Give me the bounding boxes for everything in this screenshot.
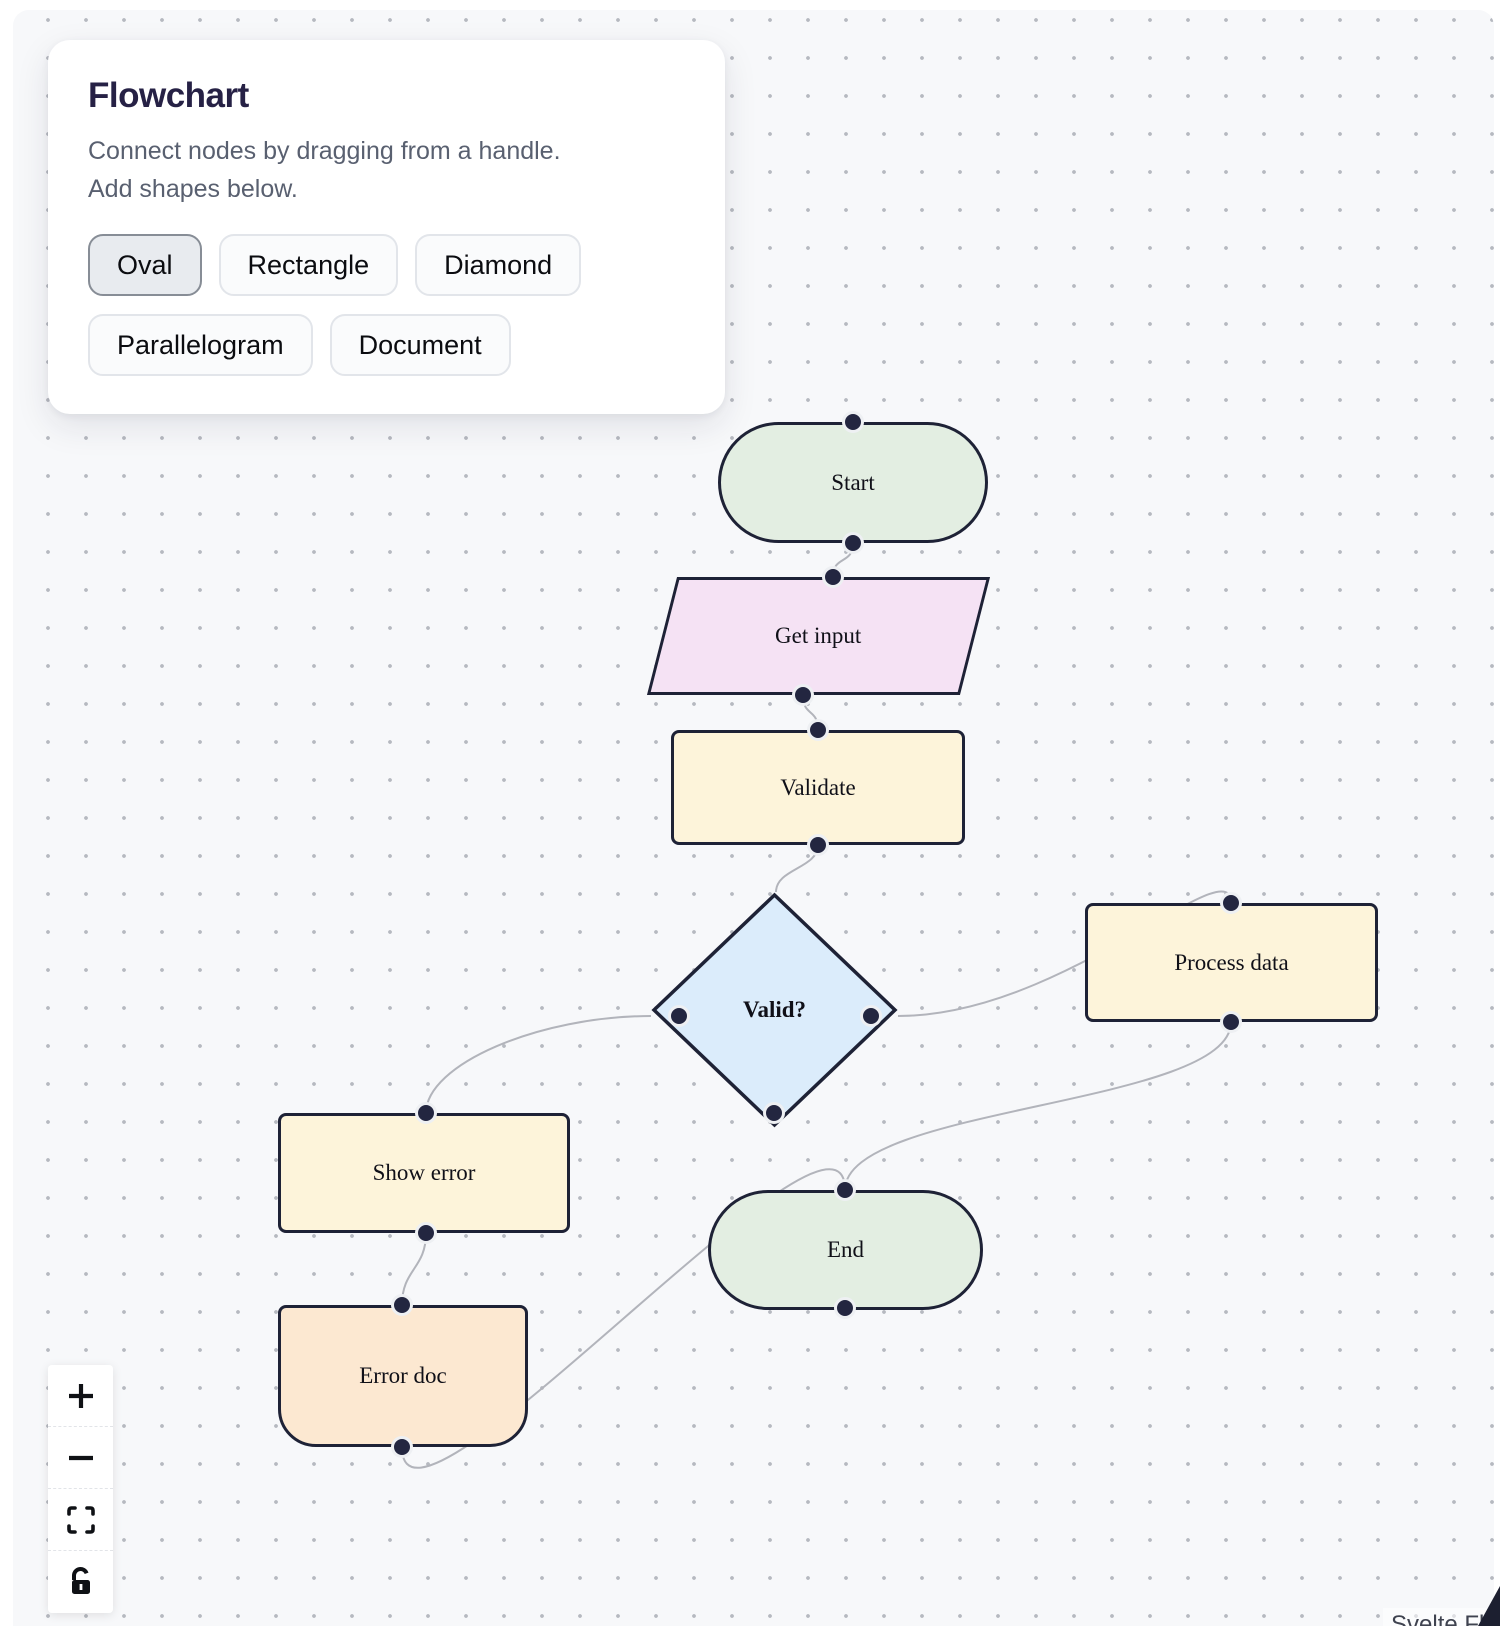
panel-title: Flowchart <box>88 76 249 115</box>
handle-end[interactable] <box>834 1297 856 1319</box>
canvas-controls <box>48 1365 113 1613</box>
node-label-show-error: Show error <box>372 1160 476 1185</box>
node-label-error-doc: Error doc <box>359 1363 447 1388</box>
node-validate[interactable]: Validate <box>671 730 965 845</box>
edge-5[interactable] <box>844 1021 1232 1191</box>
shape-button-row: Oval Rectangle Diamond <box>88 234 685 296</box>
handle-process-data[interactable] <box>1220 1011 1242 1033</box>
handle-process-data[interactable] <box>1220 892 1242 914</box>
handle-valid[interactable] <box>763 1102 785 1124</box>
fit-view-icon <box>65 1504 97 1536</box>
unlock-icon <box>64 1565 98 1599</box>
shape-button-rectangle[interactable]: Rectangle <box>218 234 399 296</box>
node-end[interactable]: End <box>708 1190 983 1310</box>
handle-valid[interactable] <box>668 1005 690 1027</box>
handle-get-input[interactable] <box>792 684 814 706</box>
handle-show-error[interactable] <box>415 1222 437 1244</box>
zoom-out-button[interactable] <box>48 1427 113 1489</box>
node-label-valid: Valid? <box>742 997 807 1022</box>
minus-icon <box>64 1441 98 1475</box>
lock-toggle-button[interactable] <box>48 1551 113 1613</box>
node-start[interactable]: Start <box>718 422 988 543</box>
handle-validate[interactable] <box>807 834 829 856</box>
handle-start[interactable] <box>842 532 864 554</box>
node-label-process-data: Process data <box>1174 949 1289 975</box>
shape-button-row: Parallelogram Document <box>88 314 685 376</box>
panel-description: Connect nodes by dragging from a handle.… <box>88 132 685 208</box>
node-show-error[interactable]: Show error <box>278 1113 570 1233</box>
panel-description-line: Add shapes below. <box>88 175 298 203</box>
node-label-start: Start <box>831 469 875 495</box>
handle-error-doc[interactable] <box>391 1436 413 1458</box>
node-process-data[interactable]: Process data <box>1085 903 1378 1022</box>
edge-6[interactable] <box>401 1168 846 1469</box>
shape-button-parallelogram[interactable]: Parallelogram <box>88 314 313 376</box>
node-error-doc[interactable]: Error doc <box>278 1305 528 1447</box>
zoom-in-button[interactable] <box>48 1365 113 1427</box>
handle-valid[interactable] <box>860 1005 882 1027</box>
fit-view-button[interactable] <box>48 1489 113 1551</box>
node-label-get-input: Get input <box>775 623 862 648</box>
handle-end[interactable] <box>834 1179 856 1201</box>
handle-get-input[interactable] <box>822 566 844 588</box>
attribution-link[interactable]: Svelte Flow <box>1383 1608 1500 1626</box>
handle-show-error[interactable] <box>415 1102 437 1124</box>
diamond-shape <box>651 892 898 1128</box>
node-label-validate: Validate <box>780 774 856 800</box>
flowchart-panel: Flowchart Connect nodes by dragging from… <box>48 40 725 414</box>
plus-icon <box>64 1379 98 1413</box>
shape-button-document[interactable]: Document <box>329 314 511 376</box>
panel-description-line: Connect nodes by dragging from a handle. <box>88 137 561 165</box>
handle-validate[interactable] <box>807 719 829 741</box>
handle-error-doc[interactable] <box>391 1294 413 1316</box>
shape-button-diamond[interactable]: Diamond <box>415 234 582 296</box>
node-get-input[interactable]: Get input <box>646 577 991 695</box>
node-label-end: End <box>826 1237 865 1262</box>
node-valid[interactable]: Valid? <box>651 892 898 1128</box>
handle-start[interactable] <box>842 411 864 433</box>
shape-button-oval[interactable]: Oval <box>88 234 202 296</box>
edge-3[interactable] <box>425 1015 652 1114</box>
